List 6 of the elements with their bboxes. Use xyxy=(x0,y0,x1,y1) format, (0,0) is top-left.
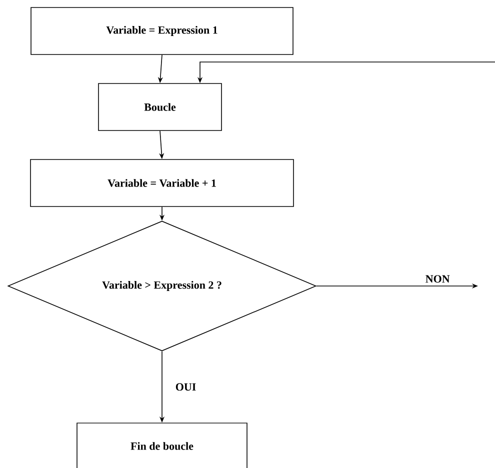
process-box: Variable = Variable + 1 xyxy=(30,159,294,207)
edge-label: NON xyxy=(424,274,451,284)
process-box: Boucle xyxy=(98,83,222,131)
process-box: Variable = Expression 1 xyxy=(30,7,294,55)
edge-label: OUI xyxy=(174,382,198,392)
process-box: Fin de boucle xyxy=(76,422,248,468)
